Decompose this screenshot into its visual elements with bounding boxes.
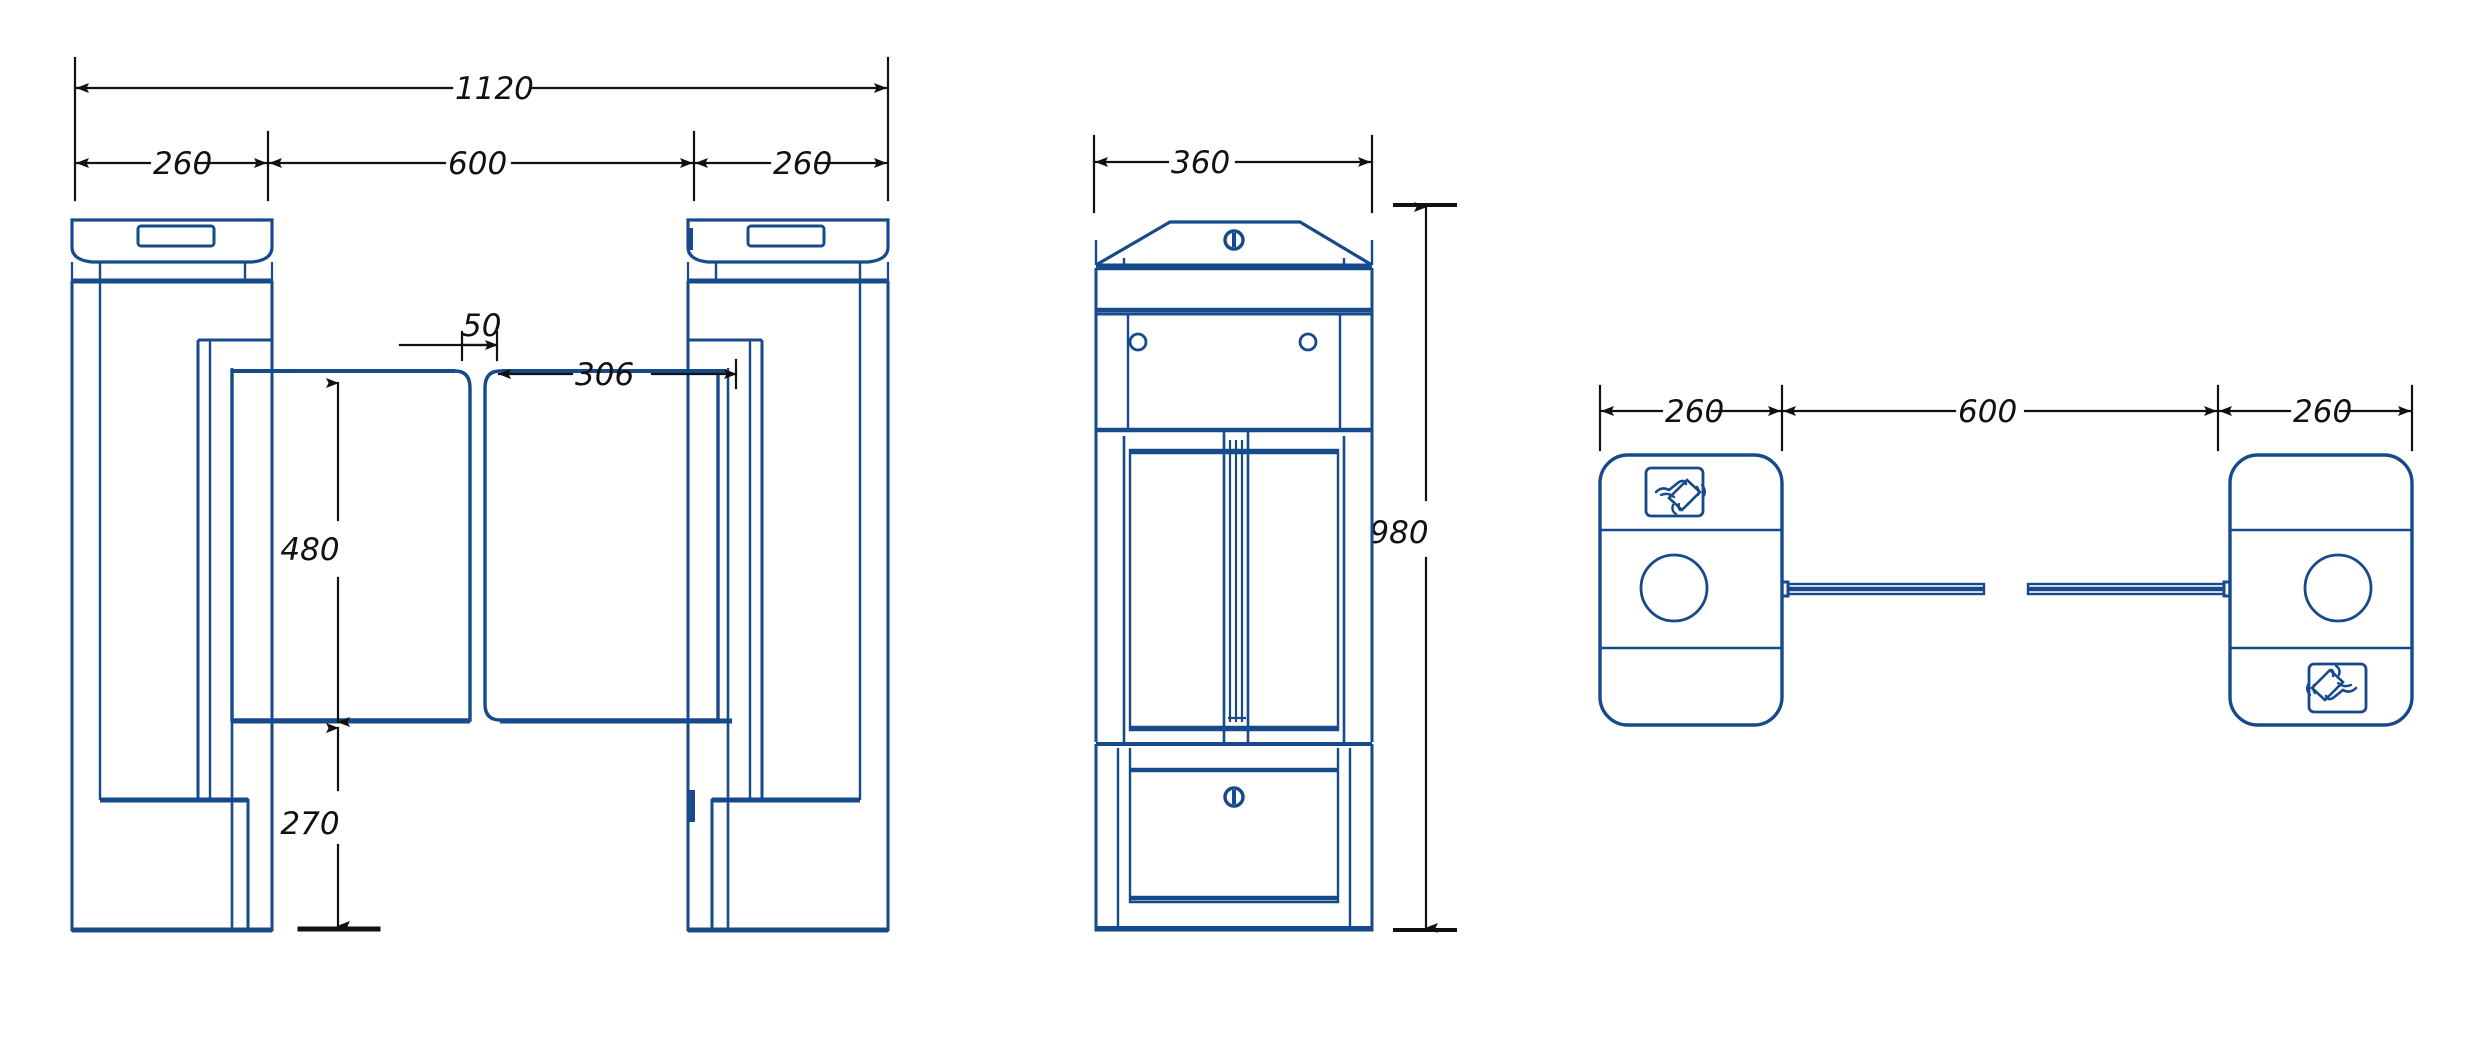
left-pillar-top-cap <box>70 218 274 264</box>
side-mid-walls <box>1094 430 1374 742</box>
rfid-icon-right-finger <box>2336 681 2353 688</box>
rfid-icon-right-waves-right <box>2306 681 2317 697</box>
right-pillar <box>686 218 890 933</box>
side-roof-corner-lines <box>1122 258 1346 268</box>
dim-label-270: 270 <box>280 806 339 842</box>
flap-arm-right <box>2026 580 2230 598</box>
side-flap-edge-outer <box>1222 430 1250 742</box>
dim-label-980: 980 <box>1369 515 1428 551</box>
rfid-icon-right-card <box>2310 668 2345 702</box>
plan-view-dimension-block <box>1598 384 2414 452</box>
plan-right-cabinet-body <box>2228 453 2414 727</box>
left-flap-outline <box>230 369 472 722</box>
dim-label-260-left: 260 <box>153 146 212 182</box>
front-elevation-geometry <box>70 218 890 933</box>
left-pillar <box>70 218 274 933</box>
rfid-icon-left-waves-left <box>1671 502 1682 516</box>
dim-label-50: 50 <box>462 308 501 344</box>
dim-label-1120: 1120 <box>455 71 534 107</box>
lock-icon-lower <box>1223 786 1245 808</box>
dim-label-360: 360 <box>1171 145 1230 181</box>
rfid-icon-left-finger <box>1659 492 1676 499</box>
side-roof-outline <box>1095 220 1373 267</box>
right-pillar-top-cap <box>686 218 890 264</box>
dim-label-plan-260-left: 260 <box>1665 394 1724 430</box>
hole-icon-left <box>1128 332 1148 352</box>
side-view-dimension-block <box>1092 134 1457 933</box>
plan-left-cabinet-body <box>1598 453 1784 727</box>
front-elevation-dimension-block <box>73 56 890 202</box>
right-card-slot <box>746 224 826 248</box>
left-flap-panel <box>230 369 472 724</box>
dim-label-600-front: 600 <box>448 146 507 182</box>
dim-label-260-right: 260 <box>773 146 832 182</box>
vertical-dimension-block <box>297 378 381 932</box>
hole-icon-right <box>1298 332 1318 352</box>
rfid-card-reader-icon-left <box>1644 466 1706 518</box>
rfid-icon-right-frame <box>2307 662 2368 714</box>
lock-icon-lower-circle <box>1223 786 1245 808</box>
lock-icon-circle <box>1223 229 1245 251</box>
dim-label-480: 480 <box>280 532 339 568</box>
rfid-icon-left-card <box>1667 478 1702 512</box>
side-lower-inner-walls <box>1116 748 1352 930</box>
side-elevation-geometry <box>1094 220 1374 932</box>
right-flap-outline <box>483 369 720 722</box>
side-head-box <box>1094 268 1374 316</box>
plan-left-cabinet <box>1598 453 1986 727</box>
circular-indicator-right <box>2303 553 2373 623</box>
plan-right-cabinet <box>2026 453 2414 727</box>
rfid-icon-left-waves-right <box>1695 483 1706 499</box>
flap-arm-left <box>1782 580 1986 598</box>
dim-label-plan-600: 600 <box>1958 394 2017 430</box>
side-mid-inner-walls <box>1122 436 1346 742</box>
rfid-icon-right-hand <box>2324 686 2358 701</box>
side-door-panel <box>1128 748 1340 904</box>
rfid-icon-left-hand <box>1654 479 1688 494</box>
flap-gap-dimension-block <box>398 330 738 390</box>
plan-view-geometry <box>1598 453 2414 727</box>
circular-indicator-left <box>1639 553 1709 623</box>
left-card-slot <box>136 224 216 248</box>
rfid-icon-right-waves-left <box>2330 664 2341 678</box>
rfid-card-reader-icon-right <box>2306 662 2368 714</box>
dim-label-306: 306 <box>575 357 634 393</box>
side-roof-edges <box>1094 240 1374 265</box>
lock-icon <box>1223 229 1245 251</box>
side-flap-edge-inner <box>1228 440 1244 722</box>
dim-label-plan-260-right: 260 <box>2293 394 2352 430</box>
rfid-icon-left-frame <box>1644 466 1705 518</box>
